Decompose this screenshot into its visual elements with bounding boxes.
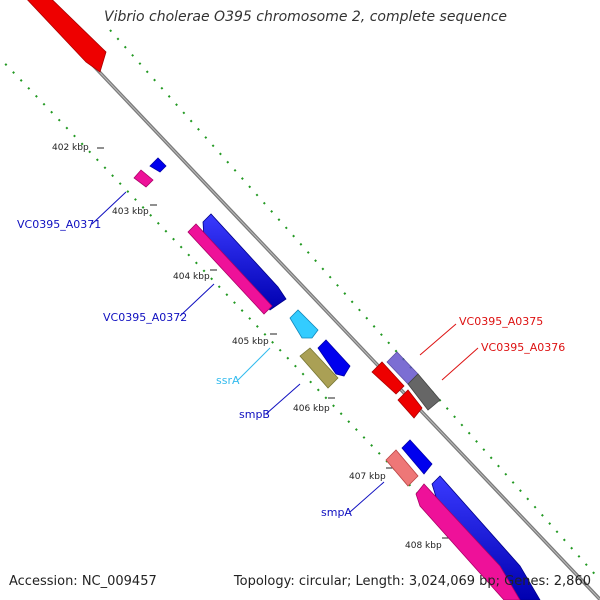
genome-summary-text: Topology: circular; Length: 3,024,069 bp… — [233, 574, 591, 589]
feature-pink-long[interactable] — [415, 483, 521, 600]
tick-label: 402 kbp — [52, 143, 89, 153]
feature-smpa-salmon[interactable] — [385, 449, 419, 487]
tick-label: 407 kbp — [349, 472, 386, 482]
tick-label: 405 kbp — [232, 337, 269, 347]
map-title: Vibrio cholerae O395 chromosome 2, compl… — [104, 9, 508, 25]
tick-label: 403 kbp — [112, 207, 149, 217]
gene-label-smpa[interactable]: smpA — [321, 506, 352, 519]
tick-track-outer — [109, 29, 600, 581]
gene-label-a0372[interactable]: VC0395_A0372 — [103, 311, 187, 324]
feature-blue-forward-2[interactable] — [317, 339, 351, 377]
gene-label-smpb[interactable]: smpB — [239, 408, 270, 421]
feature-red-top[interactable] — [22, 0, 107, 73]
feature-blue-forward-3[interactable] — [401, 439, 433, 475]
feature-a0376-red[interactable] — [371, 361, 405, 395]
tick-label: 404 kbp — [173, 272, 210, 282]
feature-pink-a0371[interactable] — [133, 169, 154, 188]
leader-lines — [91, 191, 479, 513]
feature-blue-small[interactable] — [149, 157, 167, 173]
gene-label-a0375[interactable]: VC0395_A0375 — [459, 315, 543, 328]
feature-red-small[interactable] — [397, 389, 423, 419]
gene-label-a0371[interactable]: VC0395_A0371 — [17, 218, 101, 231]
feature-grey[interactable] — [407, 373, 441, 411]
tick-marks — [97, 147, 449, 539]
feature-smpb[interactable] — [299, 347, 339, 389]
accession-text: Accession: NC_009457 — [9, 574, 157, 589]
tick-label: 406 kbp — [293, 404, 330, 414]
feature-pink-a0372[interactable] — [187, 223, 273, 315]
gene-label-a0376[interactable]: VC0395_A0376 — [481, 341, 565, 354]
feature-ssra[interactable] — [289, 309, 319, 339]
gene-label-ssra[interactable]: ssrA — [216, 374, 240, 387]
chromosome-backbone — [28, 0, 600, 600]
tick-label: 408 kbp — [405, 541, 442, 551]
